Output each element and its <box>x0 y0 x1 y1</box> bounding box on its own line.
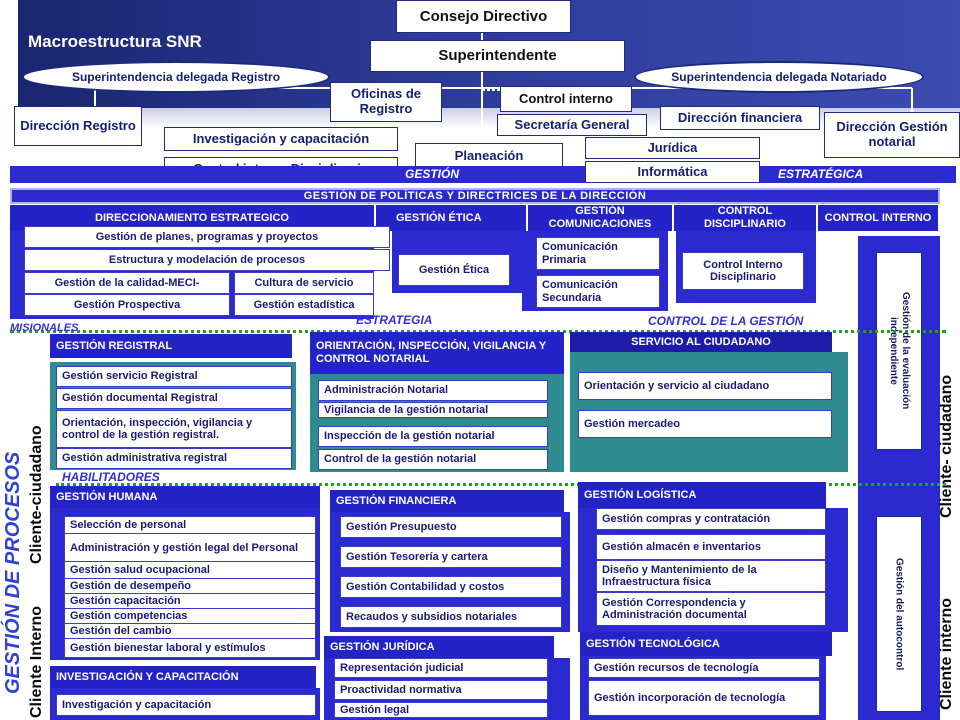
header-financiera: GESTIÓN FINANCIERA <box>330 490 564 512</box>
header-control-interno: CONTROL INTERNO <box>818 205 938 231</box>
header-notarial: ORIENTACIÓN, INSPECCIÓN, VIGILANCIA Y CO… <box>310 332 564 374</box>
autocontrol-box <box>876 516 922 712</box>
header-disciplinario: CONTROL DISCIPLINARIO <box>674 205 816 231</box>
estructura-box: Estructura y modelación de procesos <box>24 249 390 271</box>
humana-item: Gestión competencias <box>64 608 316 624</box>
logistica-item: Gestión almacén e inventarios <box>596 534 826 560</box>
cliente-interno-left: Cliente Interno <box>28 605 45 718</box>
financiera-item: Recaudos y subsidios notariales <box>340 606 562 628</box>
header-logistica: GESTIÓN LOGÍSTICA <box>578 482 826 508</box>
logistica-item: Gestión compras y contratación <box>596 508 826 530</box>
consejo-directivo-box: Consejo Directivo <box>396 0 571 33</box>
juridica-item: Gestión legal <box>334 702 548 718</box>
humana-item: Selección de personal <box>64 516 316 534</box>
band-gestion-label: GESTIÓN <box>405 167 460 181</box>
financiera-item: Gestión Contabilidad y costos <box>340 576 562 598</box>
planes-box: Gestión de planes, programas y proyectos <box>24 226 390 248</box>
financiera-item: Gestión Tesorería y cartera <box>340 546 562 568</box>
header-ciudadano: SERVICIO AL CIUDADANO <box>570 332 832 352</box>
tecnologica-item: Gestión recursos de tecnología <box>588 658 820 678</box>
banner-title: Macroestructura SNR <box>28 32 202 51</box>
evaluacion-box <box>876 252 922 450</box>
oficinas-registro-box: Oficinas de Registro <box>330 82 442 122</box>
header-tecnologica: GESTIÓN TECNOLÓGICA <box>580 632 832 656</box>
politicas-bar: GESTIÓN DE POLÍTICAS Y DIRECTRICES DE LA… <box>10 188 940 204</box>
cliente-ciudadano-left: Cliente-ciudadano <box>28 425 45 564</box>
registral-item: Gestión documental Registral <box>56 388 292 409</box>
cliente-ciudadano-right: Cliente- ciudadano <box>938 374 955 518</box>
notarial-item: Vigilancia de la gestión notarial <box>318 402 548 418</box>
header-investigacion: INVESTIGACIÓN Y CAPACITACIÓN <box>50 666 316 688</box>
prospectiva-box: Gestión Prospectiva <box>24 294 230 316</box>
humana-item: Gestión capacitación <box>64 593 316 609</box>
registral-item: Orientación, inspección, vigilancia y co… <box>56 410 292 448</box>
logistica-item: Gestión Correspondencia y Administración… <box>596 592 826 626</box>
header-humana: GESTIÓN HUMANA <box>50 486 320 508</box>
juridica-box: Jurídica <box>585 137 760 159</box>
header-etica: GESTIÓN ÉTICA <box>376 205 526 231</box>
superintendente-box: Superintendente <box>370 40 625 72</box>
ciudadano-mercadeo: Gestión mercadeo <box>578 410 832 438</box>
misionales-dots <box>10 330 946 333</box>
control-interno-box: Control interno <box>500 86 632 112</box>
logistica-item: Diseño y Mantenimiento de la Infraestruc… <box>596 560 826 592</box>
direccion-financiera-box: Dirección financiera <box>660 106 820 130</box>
misionales-label: MISIONALES <box>10 322 79 334</box>
direccion-registro-box: Dirección Registro <box>14 106 142 146</box>
juridica-item: Proactividad normativa <box>334 680 548 700</box>
ciudadano-orientacion: Orientación y servicio al ciudadano <box>578 372 832 400</box>
investigacion-capacitacion-box: Investigación y capacitación <box>164 127 398 151</box>
header-comunicaciones: GESTIÓN COMUNICACIONES <box>528 205 672 231</box>
financiera-item: Gestión Presupuesto <box>340 516 562 538</box>
com-secundaria-box: Comunicación Secundaria <box>536 275 660 308</box>
header-juridica: GESTIÓN JURÍDICA <box>324 636 554 658</box>
cultura-box: Cultura de servicio <box>234 272 374 294</box>
control-interno-disc-box: Control Interno Disciplinario <box>682 252 804 290</box>
habilitadores-dots <box>56 483 946 486</box>
autocontrol-label: Gestión del autocontrol <box>893 557 905 671</box>
cliente-interno-right: Cliente interno <box>938 597 955 710</box>
habilitadores-label: HABILITADORES <box>62 470 160 484</box>
header-registral: GESTIÓN REGISTRAL <box>50 334 292 358</box>
estrategia-label: ESTRATEGIA <box>356 313 433 327</box>
notarial-item: Control de la gestión notarial <box>318 449 548 470</box>
secretaria-general-box: Secretaría General <box>497 114 647 136</box>
gestion-procesos-label: GESTIÓN DE PROCESOS <box>2 451 24 694</box>
delegada-registro-ellipse: Superintendencia delegada Registro <box>22 61 330 93</box>
planeacion-box: Planeación <box>415 143 563 169</box>
informatica-box: Informática <box>585 161 760 183</box>
registral-item: Gestión administrativa registral <box>56 448 292 469</box>
humana-item: Gestión del cambio <box>64 623 316 639</box>
estadistica-box: Gestión estadística <box>234 294 374 316</box>
humana-item: Gestión de desempeño <box>64 578 316 594</box>
humana-item: Gestión salud ocupacional <box>64 561 316 579</box>
evaluacion-label: Gestión de la evaluación independiente <box>888 292 911 410</box>
etica-box: Gestión Ética <box>398 254 510 286</box>
tecnologica-item: Gestión incorporación de tecnología <box>588 680 820 716</box>
investigacion-box: Investigación y capacitación <box>56 694 316 716</box>
com-primaria-box: Comunicación Primaria <box>536 237 660 270</box>
calidad-box: Gestión de la calidad-MECI- <box>24 272 230 294</box>
control-gestion-label: CONTROL DE LA GESTIÓN <box>648 314 804 328</box>
notarial-item: Inspección de la gestión notarial <box>318 426 548 447</box>
humana-item: Administración y gestión legal del Perso… <box>64 533 316 563</box>
humana-item: Gestión bienestar laboral y estímulos <box>64 638 316 658</box>
direccion-notarial-box: Dirección Gestión notarial <box>824 112 960 158</box>
delegada-notariado-ellipse: Superintendencia delegada Notariado <box>634 61 924 93</box>
band-estrategica-label: ESTRATÉGICA <box>778 167 864 181</box>
notarial-item: Administración Notarial <box>318 380 548 401</box>
juridica-item: Representación judicial <box>334 658 548 678</box>
registral-item: Gestión servicio Registral <box>56 366 292 387</box>
